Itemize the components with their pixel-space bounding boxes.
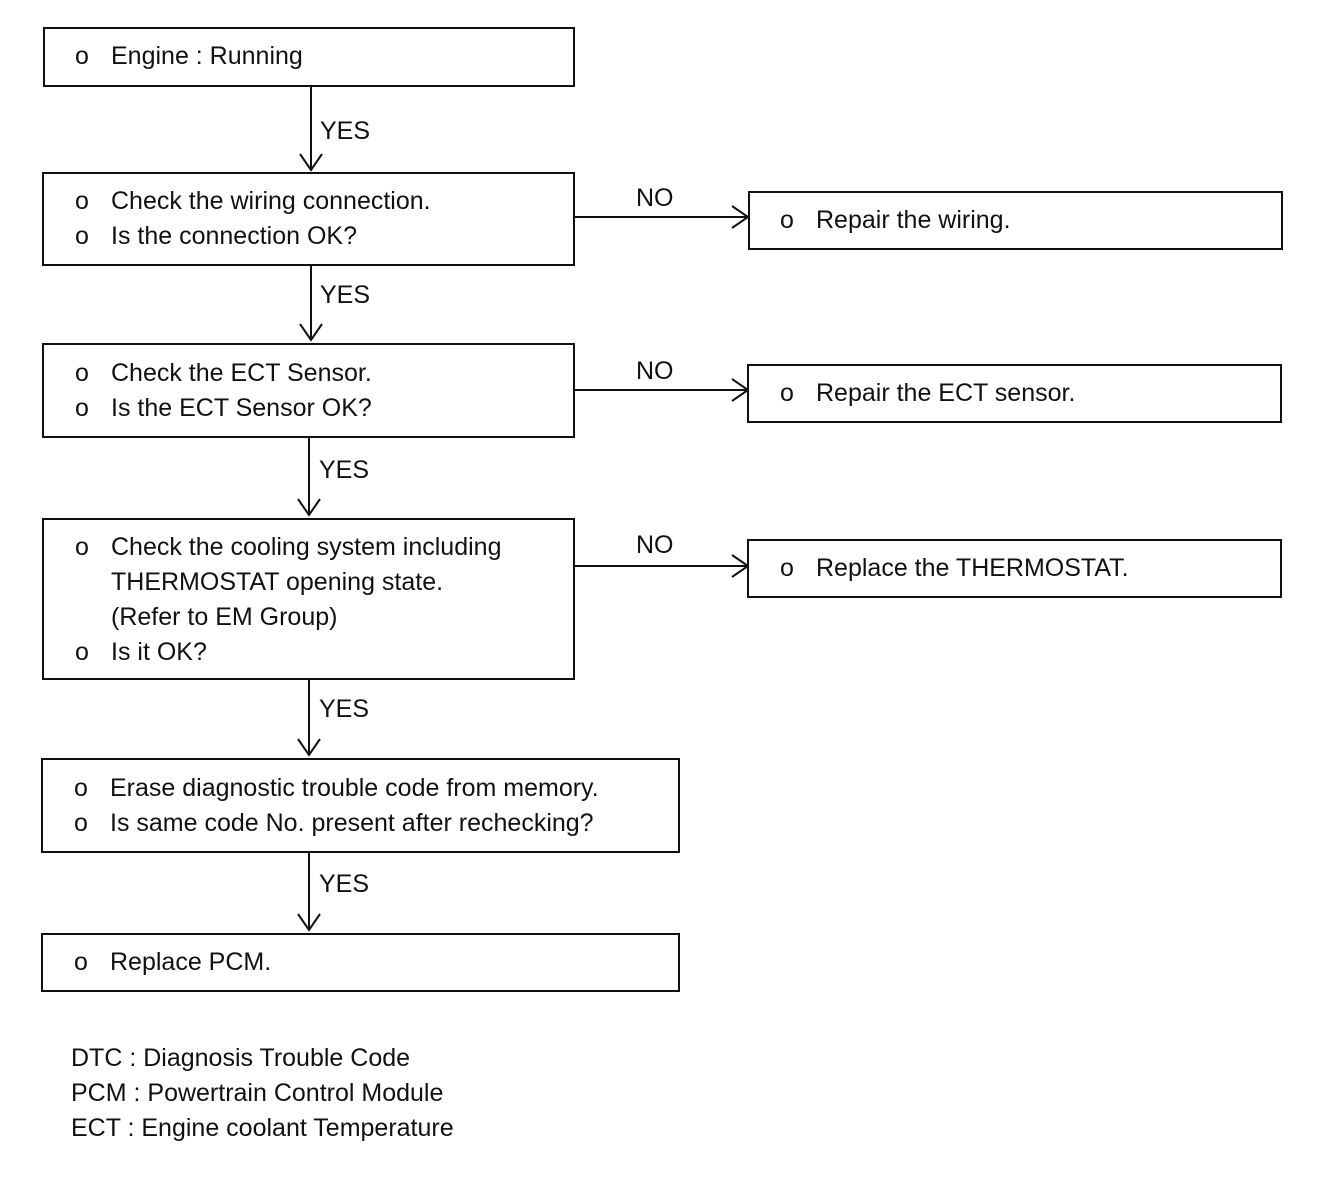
bullet-marker: o [780,379,794,407]
action-repair-wiring: o Repair the wiring. [748,191,1283,250]
action-repair-ect-sensor: o Repair the ECT sensor. [747,364,1282,423]
bullet-marker: o [75,222,89,250]
bullet-marker: o [75,359,89,387]
bullet-marker: o [75,533,89,561]
step-text: Engine : Running [111,42,303,70]
yes-arrowhead-3 [297,498,321,517]
step-question: Is same code No. present after recheckin… [110,809,594,837]
action-text: Replace the THERMOSTAT. [816,554,1129,582]
step-text: Check the cooling system including [111,533,502,561]
step-check-cooling-system: o Check the cooling system including THE… [42,518,575,680]
no-label-1: NO [636,184,674,212]
yes-arrowhead-1 [299,153,323,172]
yes-label-4: YES [319,695,370,723]
step-replace-pcm: o Replace PCM. [41,933,680,992]
step-text: (Refer to EM Group) [111,603,338,631]
yes-label-5: YES [319,870,370,898]
yes-arrowhead-4 [297,738,321,757]
no-label-3: NO [636,531,674,559]
legend-ect: ECT : Engine coolant Temperature [71,1114,454,1142]
step-question: Is it OK? [111,638,207,666]
bullet-marker: o [74,774,88,802]
action-text: Repair the ECT sensor. [816,379,1076,407]
bullet-marker: o [780,554,794,582]
yes-arrowhead-2 [299,323,323,342]
step-text: Check the ECT Sensor. [111,359,372,387]
bullet-marker: o [74,948,88,976]
bullet-marker: o [75,187,89,215]
legend-dtc: DTC : Diagnosis Trouble Code [71,1044,411,1072]
yes-label-1: YES [320,117,371,145]
step-text: Check the wiring connection. [111,187,431,215]
step-erase-dtc: o Erase diagnostic trouble code from mem… [41,758,680,853]
action-replace-thermostat: o Replace the THERMOSTAT. [747,539,1282,598]
step-check-ect-sensor: o Check the ECT Sensor. o Is the ECT Sen… [42,343,575,438]
bullet-marker: o [780,206,794,234]
step-question: Is the ECT Sensor OK? [111,394,372,422]
yes-label-3: YES [319,456,370,484]
action-text: Repair the wiring. [816,206,1011,234]
step-question: Is the connection OK? [111,222,357,250]
step-check-wiring: o Check the wiring connection. o Is the … [42,172,575,266]
legend-pcm: PCM : Powertrain Control Module [71,1079,444,1107]
no-label-2: NO [636,357,674,385]
bullet-marker: o [75,394,89,422]
bullet-marker: o [75,638,89,666]
step-text: Replace PCM. [110,948,272,976]
step-engine-running: o Engine : Running [43,27,575,87]
yes-arrowhead-5 [297,913,321,932]
bullet-marker: o [75,42,89,70]
step-text: Erase diagnostic trouble code from memor… [110,774,599,802]
step-text: THERMOSTAT opening state. [111,568,444,596]
bullet-marker: o [74,809,88,837]
yes-label-2: YES [320,281,371,309]
